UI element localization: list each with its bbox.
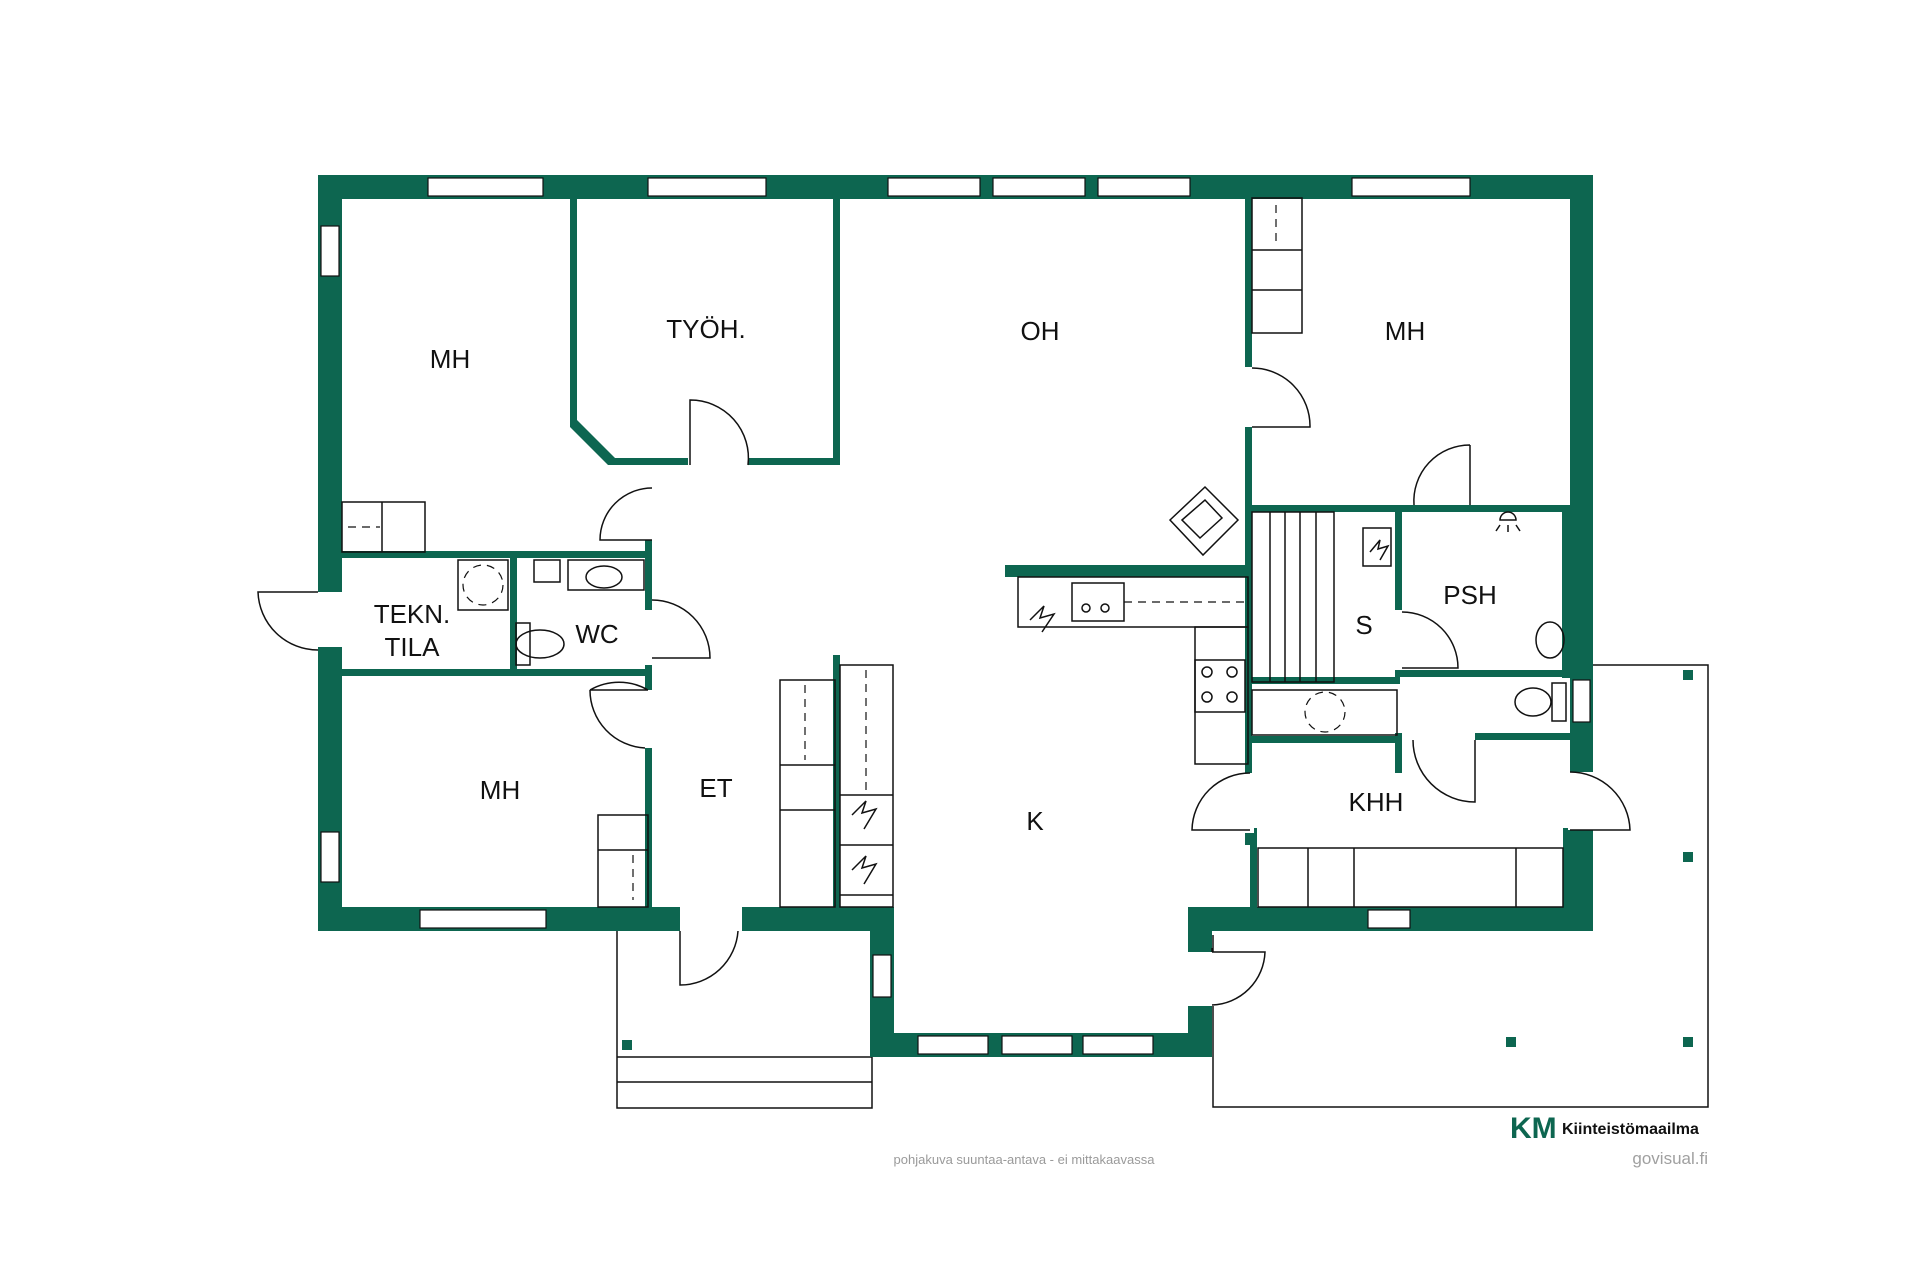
km-logo-icon: KM [1510, 1112, 1557, 1145]
room-tekn-line1: TEKN. [374, 599, 451, 629]
windows [320, 177, 1591, 1055]
fixtures [341, 197, 1567, 908]
entrance-deck [616, 930, 873, 1109]
room-mh-top-left: MH [430, 344, 470, 374]
room-oh: OH [1021, 316, 1060, 346]
room-mh-bottom-left: MH [480, 775, 520, 805]
brand-name: Kiinteistömaailma [1562, 1121, 1699, 1138]
footer: pohjakuva suuntaa-antava - ei mittakaava… [894, 1112, 1708, 1168]
room-s: S [1355, 610, 1372, 640]
room-tyoh: TYÖH. [666, 314, 745, 344]
room-k: K [1026, 806, 1044, 836]
terrace-right [1212, 664, 1709, 1108]
credit-text: govisual.fi [1632, 1149, 1708, 1168]
room-mh-top-right: MH [1385, 316, 1425, 346]
room-tekn-line2: TILA [385, 632, 441, 662]
room-khh: KHH [1349, 787, 1404, 817]
room-wc: WC [575, 619, 618, 649]
doors [257, 367, 1631, 1006]
disclaimer-caption: pohjakuva suuntaa-antava - ei mittakaava… [894, 1152, 1156, 1167]
room-et: ET [699, 773, 732, 803]
room-labels: MH TYÖH. OH MH TEKN. TILA WC S PSH MH ET… [374, 314, 1497, 836]
room-psh: PSH [1443, 580, 1496, 610]
